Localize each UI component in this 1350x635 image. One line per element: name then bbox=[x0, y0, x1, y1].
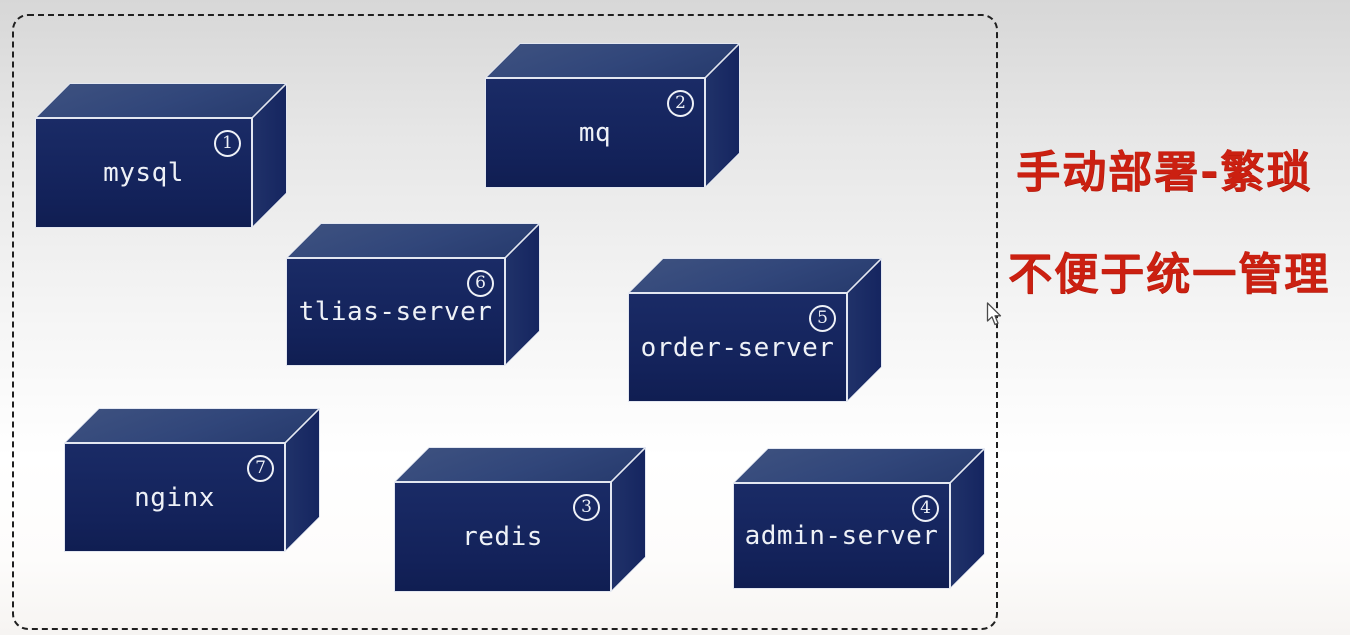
box-front-face: 5 order-server bbox=[628, 293, 847, 402]
box-top-face bbox=[733, 448, 985, 483]
annotation-line-1: 手动部署-繁琐 bbox=[1016, 147, 1313, 198]
badge-number: 7 bbox=[255, 458, 266, 478]
badge-number: 2 bbox=[675, 93, 686, 113]
server-box-nginx: 7 nginx bbox=[64, 408, 320, 552]
badge-number: 6 bbox=[475, 273, 486, 293]
box-top-face bbox=[394, 447, 646, 482]
badge-number: 1 bbox=[222, 133, 233, 153]
box-label: tlias-server bbox=[298, 297, 493, 327]
number-badge: 2 bbox=[667, 90, 694, 117]
box-front-face: 2 mq bbox=[485, 78, 705, 188]
box-label: mq bbox=[578, 118, 612, 148]
server-box-redis: 3 redis bbox=[394, 447, 646, 592]
box-front-face: 7 nginx bbox=[64, 443, 285, 552]
server-box-admin-server: 4 admin-server bbox=[733, 448, 985, 589]
box-front-face: 4 admin-server bbox=[733, 483, 950, 589]
box-top-face bbox=[35, 83, 287, 118]
number-badge: 4 bbox=[912, 495, 939, 522]
server-box-order-server: 5 order-server bbox=[628, 258, 882, 402]
box-top-face bbox=[64, 408, 320, 443]
box-top-face bbox=[628, 258, 882, 293]
box-top-face bbox=[485, 43, 740, 78]
box-front-face: 3 redis bbox=[394, 482, 611, 592]
box-label: redis bbox=[462, 522, 543, 552]
arrow-pointer-icon bbox=[986, 302, 1003, 331]
box-label: mysql bbox=[103, 158, 184, 188]
server-box-tlias-server: 6 tlias-server bbox=[286, 223, 540, 366]
box-top-face bbox=[286, 223, 540, 258]
annotation-line-2: 不便于统一管理 bbox=[1008, 249, 1330, 300]
badge-number: 5 bbox=[817, 308, 828, 328]
number-badge: 6 bbox=[467, 270, 494, 297]
number-badge: 7 bbox=[247, 455, 274, 482]
box-label: nginx bbox=[134, 482, 215, 513]
badge-number: 3 bbox=[581, 497, 592, 517]
number-badge: 1 bbox=[214, 130, 241, 157]
number-badge: 3 bbox=[573, 494, 600, 521]
badge-number: 4 bbox=[920, 498, 931, 518]
box-front-face: 1 mysql bbox=[35, 118, 252, 228]
box-label: admin-server bbox=[744, 521, 939, 551]
box-front-face: 6 tlias-server bbox=[286, 258, 505, 366]
number-badge: 5 bbox=[809, 305, 836, 332]
server-box-mq: 2 mq bbox=[485, 43, 740, 188]
box-label: order-server bbox=[640, 332, 835, 363]
server-box-mysql: 1 mysql bbox=[35, 83, 287, 228]
